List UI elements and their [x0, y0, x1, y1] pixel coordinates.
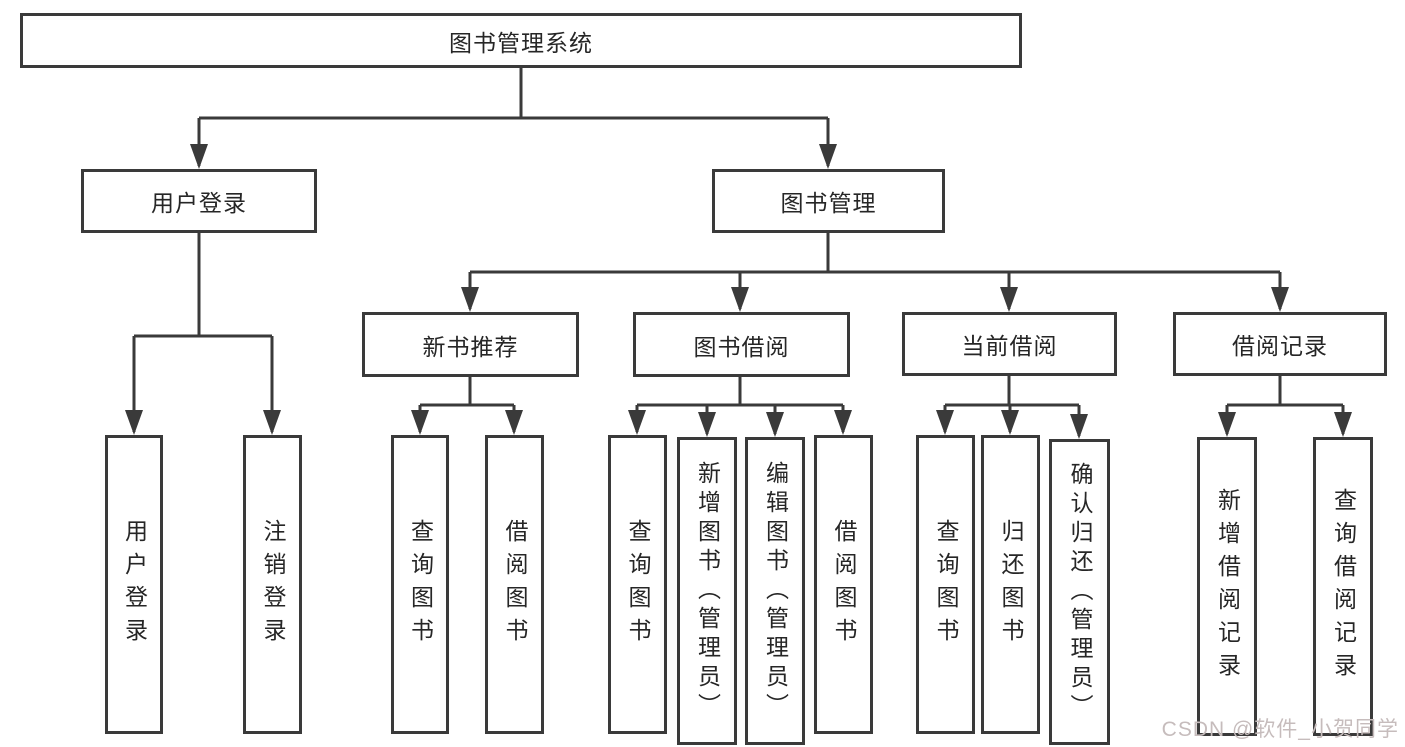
- leaf-confirm-return-admin: 确认归还（管理员）: [1049, 439, 1110, 745]
- node-label: 新书推荐: [422, 333, 519, 360]
- csdn-watermark: CSDN @软件_小贺同学: [1161, 718, 1399, 741]
- node-label: 当前借阅: [961, 333, 1058, 359]
- leaf-borrow-books-recommendation: 借阅图书: [485, 435, 544, 734]
- node-label: 归还图书: [998, 518, 1024, 651]
- leaf-edit-book-admin: 编辑图书（管理员）: [745, 437, 805, 745]
- leaf-logout: 注销登录: [243, 435, 302, 734]
- node-label: 编辑图书（管理员）: [762, 460, 789, 722]
- leaf-return-books: 归还图书: [981, 435, 1040, 734]
- connector-lines: [132, 68, 1345, 436]
- node-label: 查询图书: [407, 518, 434, 651]
- node-user-login: 用户登录: [81, 169, 317, 233]
- leaf-query-books-current: 查询图书: [916, 435, 975, 734]
- node-label: 用户登录: [121, 518, 148, 651]
- node-label: 查询图书: [933, 518, 959, 651]
- node-label: 注销登录: [260, 518, 286, 651]
- leaf-borrow-books-borrowing: 借阅图书: [814, 435, 873, 734]
- node-book-management: 图书管理: [712, 169, 945, 233]
- leaf-add-book-admin: 新增图书（管理员）: [677, 437, 737, 745]
- node-label: 图书管理系统: [449, 29, 593, 56]
- node-label: 确认归还（管理员）: [1067, 461, 1093, 723]
- node-label: 借阅记录: [1232, 333, 1328, 359]
- leaf-add-borrow-record: 新增借阅记录: [1197, 437, 1257, 736]
- node-label: 图书借阅: [693, 333, 790, 360]
- node-label: 用户登录: [151, 190, 247, 216]
- node-label: 借阅图书: [831, 518, 857, 651]
- node-label: 新增借阅记录: [1214, 487, 1241, 686]
- node-label: 查询图书: [625, 518, 651, 651]
- node-label: 图书管理: [780, 190, 877, 216]
- connector-arrowheads: [125, 144, 1352, 439]
- node-book-borrowing: 图书借阅: [633, 312, 850, 377]
- node-current-borrowing: 当前借阅: [902, 312, 1117, 376]
- leaf-user-login: 用户登录: [105, 435, 163, 734]
- leaf-query-books-recommendation: 查询图书: [391, 435, 449, 734]
- leaf-query-borrow-record: 查询借阅记录: [1313, 437, 1373, 736]
- node-label: 借阅图书: [502, 518, 528, 651]
- node-library-management-system: 图书管理系统: [20, 13, 1022, 68]
- leaf-query-books-borrowing: 查询图书: [608, 435, 667, 734]
- node-label: 查询借阅记录: [1330, 487, 1357, 686]
- node-label: 新增图书（管理员）: [694, 460, 721, 722]
- node-new-book-recommendation: 新书推荐: [362, 312, 579, 377]
- node-borrowing-records: 借阅记录: [1173, 312, 1387, 376]
